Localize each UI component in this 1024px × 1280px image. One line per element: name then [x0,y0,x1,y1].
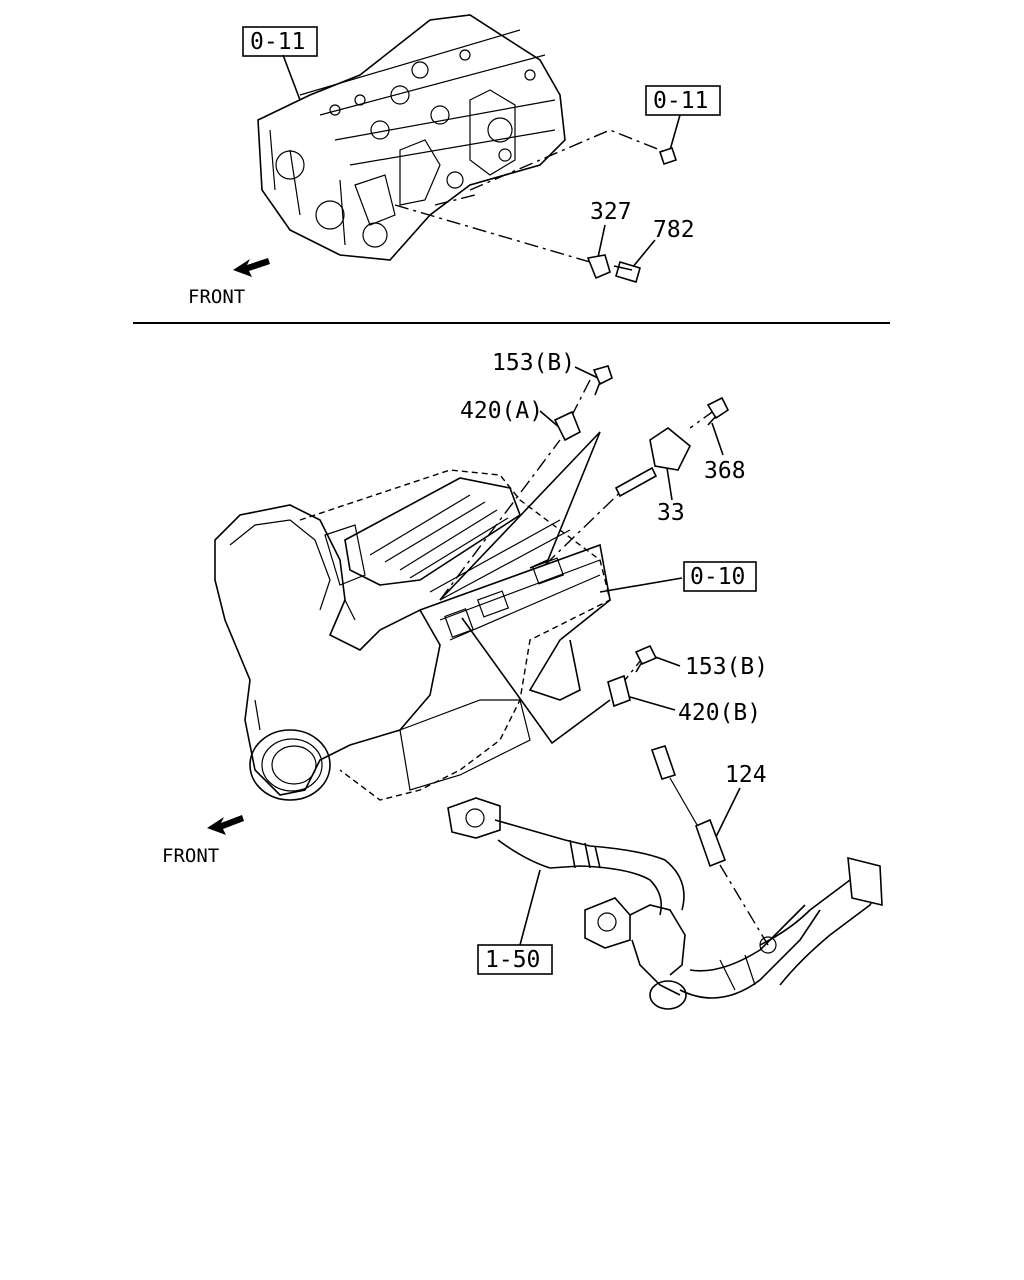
leader-head-ref-2-dash [434,129,666,206]
bracket-420a-label: 420(A) [460,398,543,424]
front-arrow-icon [207,815,244,835]
leader-engine-ref [599,577,683,593]
oxygen-sensor-124-part [650,745,727,868]
bolt-368-label: 368 [704,458,746,484]
bracket-420b-part [607,674,631,708]
bolt-153b-top-part [592,365,613,396]
front-arrow-icon [233,258,270,277]
sensor-33-label: 33 [657,500,685,526]
engine-drawing [214,469,611,801]
exhaust-ref-box [477,944,553,975]
bracket-a-assembly-lines [439,431,601,601]
leader-exhaust-ref [519,869,541,946]
leader-327-dash [394,204,591,263]
leader-153b-top [574,366,599,379]
exhaust-ref-label: 1-50 [485,947,540,973]
leader-head-ref-2 [669,114,681,151]
cylinder-head-drawing [257,14,566,261]
clip-327-part [586,254,611,280]
bracket-420b-label: 420(B) [678,700,761,726]
engine-ref-label: 0-10 [690,564,745,590]
bracket-420a-part [553,410,582,442]
bolt-153b-top-dash [566,379,591,426]
bolt-782-label: 782 [653,217,695,243]
head-ref-1-label: 0-11 [250,29,305,55]
exhaust-pipe-drawing [447,797,883,1010]
clip-327-label: 327 [590,199,632,225]
leader-33 [666,467,673,501]
plug-part [658,146,678,166]
bolt-368-dash [689,409,716,429]
front-label-bottom: FRONT [162,845,219,867]
bolt-153b-mid-label: 153(B) [685,654,768,680]
bracket-b-assembly-lines [461,617,611,745]
bracket-a-dash [439,439,561,601]
bolt-782-part [613,261,641,283]
bolt-153b-top-label: 153(B) [492,350,575,376]
leader-782 [631,239,656,269]
head-ref-2-box [645,85,721,116]
sensor-33-dash [544,477,636,566]
front-label-top: FRONT [188,286,245,308]
head-ref-1-box [242,26,318,57]
sensor-33-part [614,427,692,498]
sensor-124-dash [719,864,769,946]
oxygen-sensor-124-label: 124 [725,762,767,788]
engine-ref-box [683,561,757,592]
leader-368 [711,422,724,456]
leader-420b [629,696,676,711]
leader-420a [539,410,561,429]
leader-head-ref-1 [282,54,301,101]
bolt-368-part [706,396,730,426]
head-ref-2-label: 0-11 [653,88,708,114]
bolt-153b-mid-part [634,644,658,673]
